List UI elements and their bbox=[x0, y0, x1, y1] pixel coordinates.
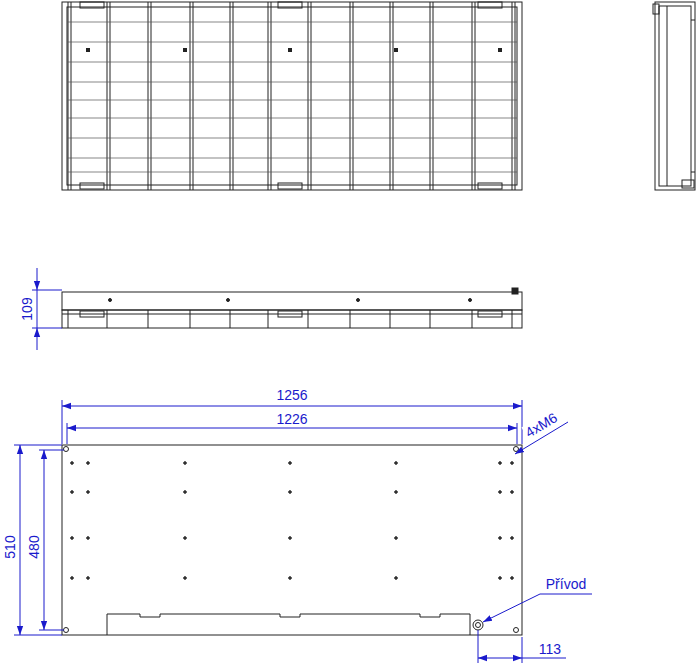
dimension-offset: 113 bbox=[538, 641, 562, 657]
dimension-height: 109 bbox=[19, 296, 35, 321]
top-view bbox=[62, 2, 522, 190]
front-view bbox=[62, 288, 522, 328]
dimension-width: 510 bbox=[2, 534, 18, 559]
bottom-view bbox=[62, 445, 522, 635]
dimension-lines bbox=[14, 268, 592, 663]
dimension-length: 1226 bbox=[275, 411, 308, 427]
thread-callout: 4xM6 bbox=[521, 409, 560, 441]
part-label: Přívod bbox=[545, 576, 587, 592]
dimension-width: 480 bbox=[26, 534, 42, 559]
side-view bbox=[653, 2, 695, 190]
dimension-length: 1256 bbox=[275, 387, 308, 403]
